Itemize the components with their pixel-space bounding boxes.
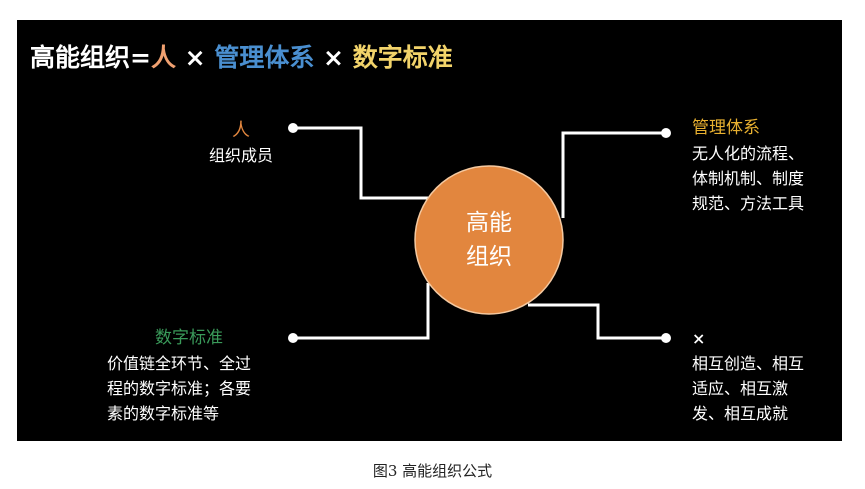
figure-caption: 图3 高能组织公式	[372, 462, 493, 480]
node-digital: 数字标准 价值链全环节、全过 程的数字标准；各要 素的数字标准等	[107, 328, 252, 423]
connector-people	[293, 126, 428, 200]
center-label: 高能组织	[466, 210, 512, 270]
node-people: 人 组织成员	[208, 120, 273, 165]
center-circle	[414, 165, 564, 315]
connector-multiply	[528, 303, 666, 340]
dot-management	[661, 128, 671, 138]
dot-multiply	[661, 333, 671, 343]
formula-title: 高能组织=人 × 管理体系 × 数字标准	[30, 43, 453, 72]
connector-digital	[293, 283, 430, 340]
dot-digital	[288, 333, 298, 343]
node-management: 管理体系 无人化的流程、 体制机制、制度 规范、方法工具	[692, 118, 805, 213]
dot-people	[288, 123, 298, 133]
connector-management	[561, 131, 666, 218]
node-multiply: × 相互创造、相互 适应、相互激 发、相互成就	[692, 329, 805, 423]
